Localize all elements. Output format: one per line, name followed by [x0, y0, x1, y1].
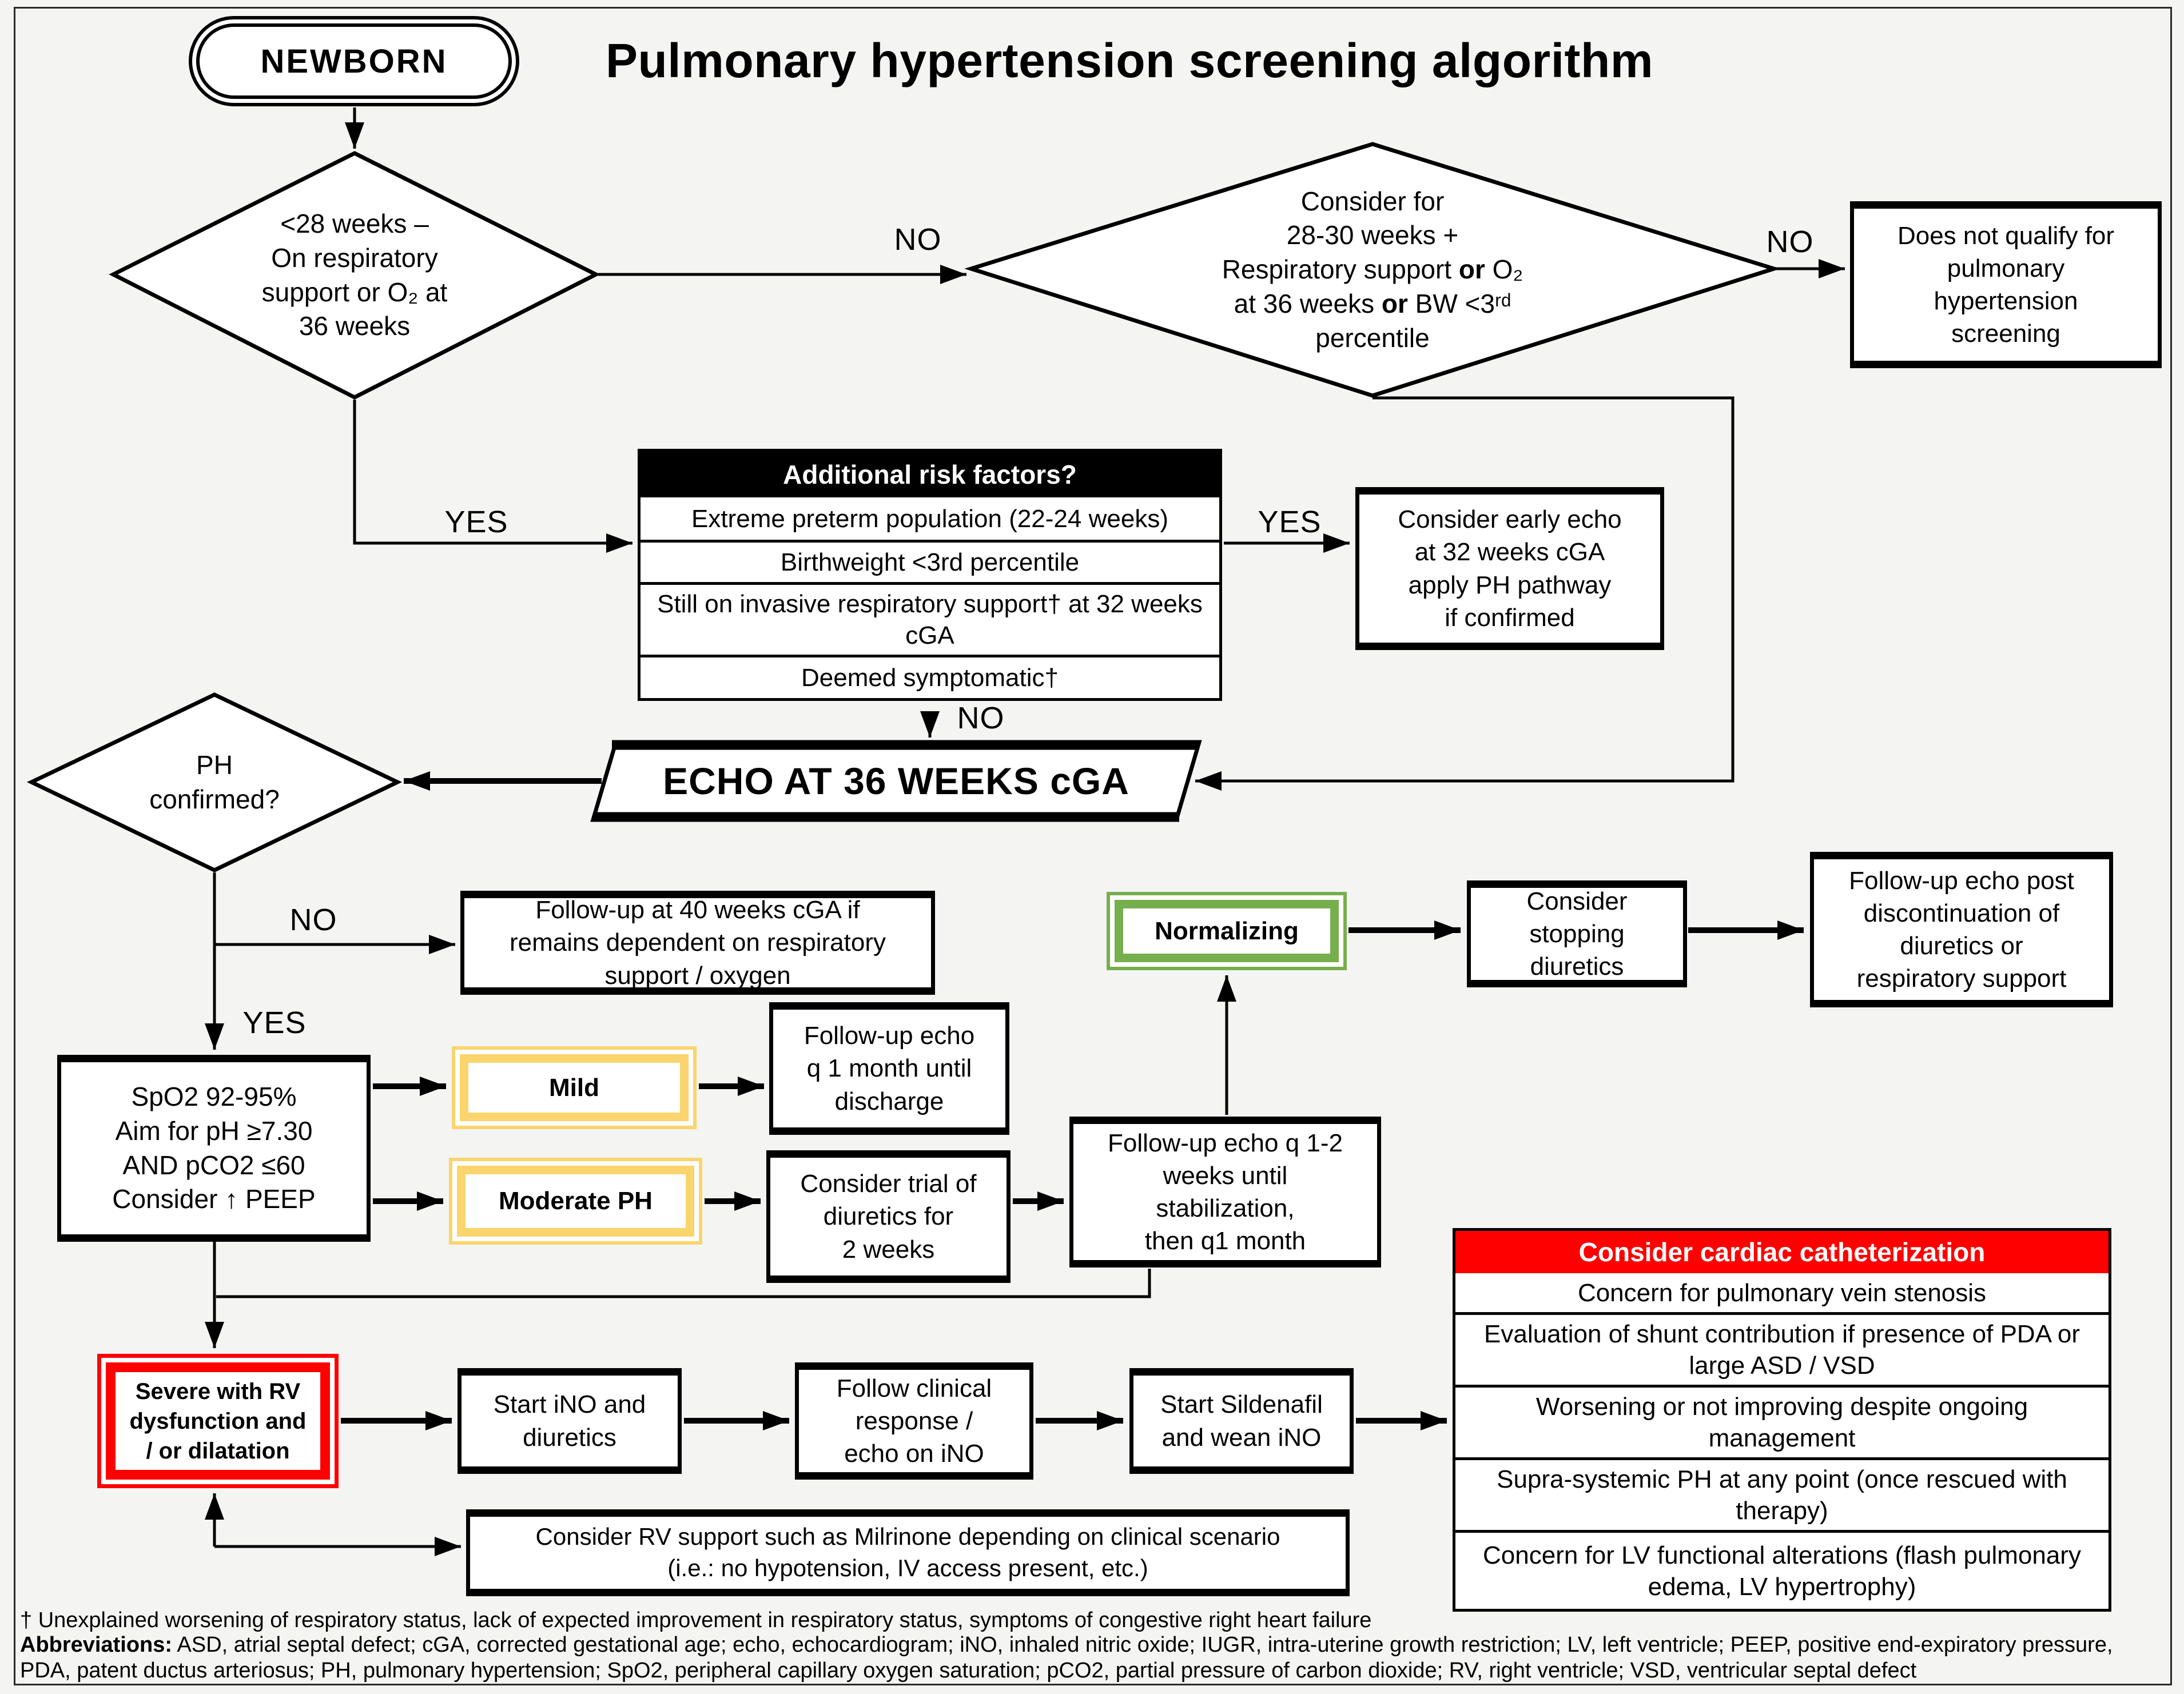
decision-lt28-text: <28 weeks – On respiratory support or O₂… [261, 208, 448, 341]
trial-diuretics-box: Consider trial of diuretics for 2 weeks [766, 1150, 1011, 1283]
ph-confirmed-diamond [26, 692, 403, 872]
label-no-2830: NO [1766, 225, 1814, 259]
stop-diuretics-box: Consider stopping diuretics [1467, 880, 1687, 987]
cardiac-cath-header: Consider cardiac catheterization [1455, 1231, 2109, 1273]
cath-row-lv-alterations: Concern for LV functional alterations (f… [1455, 1530, 2109, 1609]
start-ino-box: Start iNO and diuretics [458, 1368, 682, 1474]
decision-2830-text: Consider for 28-30 weeks + Respiratory s… [1222, 186, 1523, 353]
label-no-risktable: NO [957, 701, 1005, 735]
label-no-ph: NO [289, 903, 337, 937]
arrow-lt28-yes-to-risktable [353, 400, 632, 553]
risk-row-birthweight: Birthweight <3rd percentile [641, 540, 1219, 582]
label-no-lt28: NO [894, 222, 942, 257]
ph-confirmed-text: PH confirmed? [149, 750, 280, 814]
echo-q1month-box: Follow-up echo q 1 month until discharge [769, 1002, 1009, 1135]
label-yes-risktable: YES [1258, 505, 1322, 539]
label-yes-lt28: YES [444, 505, 508, 539]
risk-row-symptomatic: Deemed symptomatic† [641, 655, 1219, 698]
moderate-ph-box: Moderate PH [449, 1158, 702, 1245]
clinical-response-box: Follow clinical response / echo on iNO [795, 1362, 1033, 1480]
cardiac-cath-table: Consider cardiac catheterization Concern… [1453, 1228, 2111, 1612]
sildenafil-box: Start Sildenafil and wean iNO [1129, 1368, 1354, 1474]
mild-box: Mild [452, 1046, 697, 1129]
severe-rv-box: Severe with RV dysfunction and / or dila… [97, 1354, 339, 1488]
not-qualify-box: Does not qualify for pulmonary hypertens… [1850, 201, 2162, 368]
risk-row-invasive-support: Still on invasive respiratory support† a… [641, 582, 1219, 655]
footnote-abbreviations: Abbreviations: ASD, atrial septal defect… [20, 1633, 2113, 1683]
start-node-newborn: NEWBORN [189, 16, 519, 106]
cath-row-shunt: Evaluation of shunt contribution if pres… [1455, 1312, 2109, 1385]
echo-post-discontinuation-box: Follow-up echo post discontinuation of d… [1810, 852, 2113, 1007]
echo-36-text: ECHO AT 36 WEEKS cGA [663, 760, 1129, 802]
cath-row-suprasystemic: Supra-systemic PH at any point (once res… [1455, 1457, 2109, 1530]
normalizing-box: Normalizing [1107, 892, 1347, 970]
page-title: Pulmonary hypertension screening algorit… [605, 34, 1654, 87]
risk-row-extreme-preterm: Extreme preterm population (22-24 weeks) [691, 504, 1168, 533]
risk-factors-header: Additional risk factors? [641, 452, 1219, 497]
echo-q12wk-box: Follow-up echo q 1-2 weeks until stabili… [1069, 1117, 1381, 1267]
decision-2830-diamond [964, 142, 1781, 398]
label-yes-ph: YES [242, 1006, 307, 1040]
early-echo-box: Consider early echo at 32 weeks cGA appl… [1355, 487, 1664, 650]
rv-support-box: Consider RV support such as Milrinone de… [466, 1509, 1350, 1596]
decision-lt28-diamond [109, 151, 600, 400]
start-node-label: NEWBORN [260, 42, 448, 80]
cath-row-vein-stenosis: Concern for pulmonary vein stenosis [1577, 1278, 1987, 1307]
footnote-dagger: † Unexplained worsening of respiratory s… [20, 1608, 1372, 1632]
followup-40wk-box: Follow-up at 40 weeks cGA if remains dep… [460, 891, 935, 995]
cath-row-worsening: Worsening or not improving despite ongoi… [1455, 1385, 2109, 1457]
targets-box: SpO2 92-95% Aim for pH ≥7.30 AND pCO2 ≤6… [57, 1055, 371, 1242]
line-echoq12-to-severe-join [216, 1269, 1151, 1298]
arrow-2830-to-echo36 [1195, 396, 1735, 791]
risk-factors-table: Additional risk factors? Extreme preterm… [638, 449, 1222, 701]
